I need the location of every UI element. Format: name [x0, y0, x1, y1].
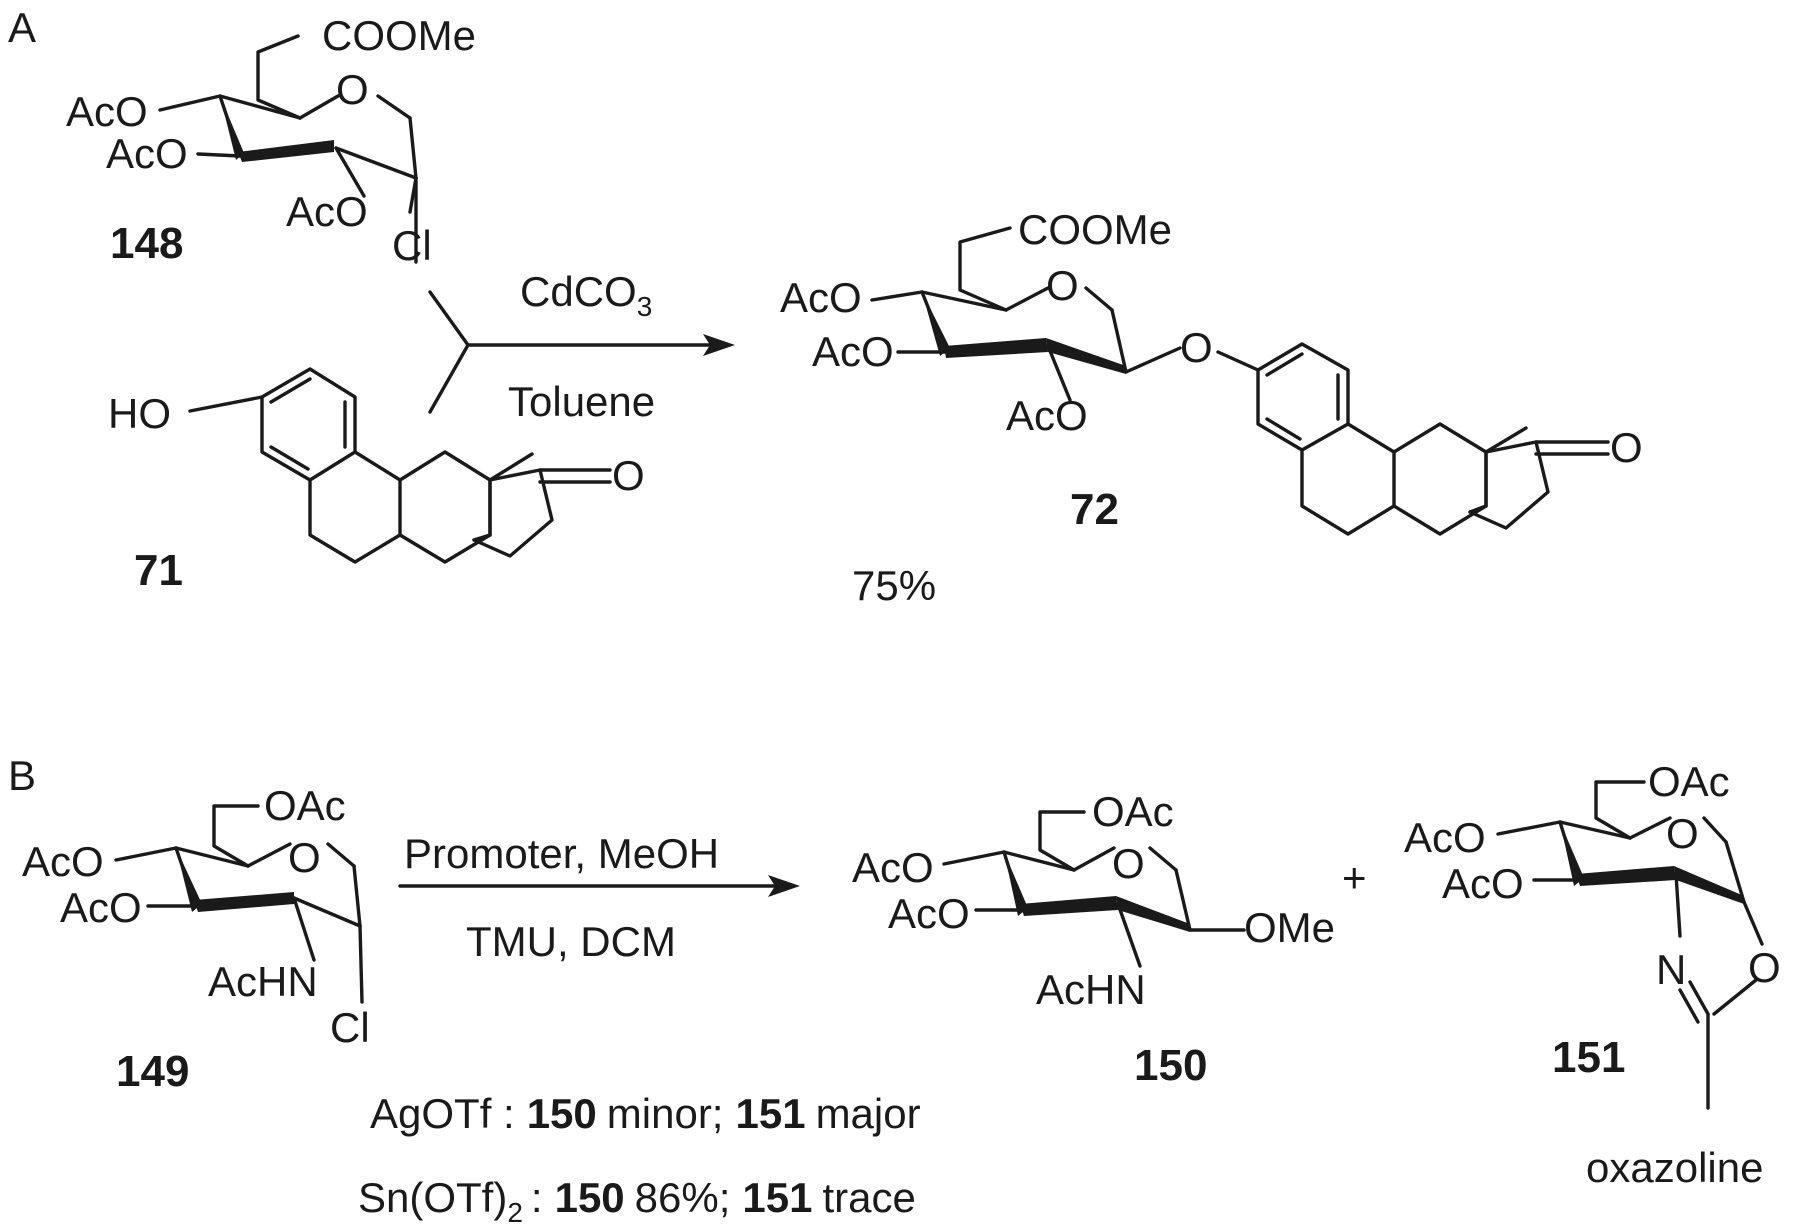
chloride-label-149: Cl [330, 1004, 370, 1051]
result2-outcome-151: trace [822, 1174, 915, 1221]
oxazoline-oxygen-151: O [1748, 944, 1781, 991]
result2-separator: : [531, 1174, 543, 1221]
reaction-arrow-b [398, 875, 800, 897]
compound-71-structure [188, 367, 612, 564]
result1-compound-150: 150 [527, 1090, 597, 1137]
solvent-b: TMU, DCM [466, 918, 676, 965]
result1-outcome-151: major [816, 1090, 921, 1137]
aco-label-151-c4: AcO [1404, 814, 1486, 861]
oxazoline-nitrogen-151: N [1656, 946, 1686, 993]
aco-label-150-c3: AcO [888, 890, 970, 937]
promoter-agotf: AgOTf : [370, 1090, 515, 1137]
oac-label-151: OAc [1648, 758, 1730, 805]
aco-label-148-c2: AcO [286, 188, 368, 235]
yield-a: 75% [852, 562, 936, 609]
panel-label-b: B [8, 752, 36, 799]
reagent-a-main: CdCO [520, 268, 637, 315]
reagent-a: CdCO3 [520, 268, 652, 322]
achn-label-149: AcHN [208, 958, 318, 1005]
ketone-oxygen-71: O [612, 452, 645, 499]
compound-number-148: 148 [110, 219, 183, 268]
compound-number-72: 72 [1070, 485, 1119, 534]
compound-number-151: 151 [1552, 1033, 1625, 1082]
compound-number-71: 71 [134, 546, 183, 595]
compound-149-structure [114, 804, 364, 1004]
result2-outcome-150: 86%; [635, 1174, 731, 1221]
ring-oxygen-150: O [1112, 840, 1145, 887]
ring-oxygen-151: O [1666, 810, 1699, 857]
plus-sign: + [1342, 854, 1367, 901]
hydroxyl-label-71: HO [108, 390, 171, 437]
aco-label-72-c3: AcO [812, 328, 894, 375]
result2-compound-151: 151 [742, 1174, 812, 1221]
reaction-arrow-a [428, 290, 735, 414]
compound-number-149: 149 [116, 1047, 189, 1096]
ring-oxygen-72: O [1046, 262, 1079, 309]
oac-label-149: OAc [264, 782, 346, 829]
compound-72-structure [870, 226, 1610, 536]
reagents-b: Promoter, MeOH [404, 830, 719, 877]
reagent-a-subscript: 3 [637, 291, 653, 322]
ring-oxygen-149: O [288, 834, 321, 881]
ketone-oxygen-72: O [1610, 424, 1643, 471]
oxazoline-caption: oxazoline [1586, 1144, 1763, 1191]
glycosidic-oxygen-72: O [1180, 324, 1213, 371]
compound-number-150: 150 [1134, 1041, 1207, 1090]
result1-outcome-150: minor; [607, 1090, 724, 1137]
aco-label-72-c4: AcO [780, 274, 862, 321]
promoter-snotf2: Sn(OTf) [358, 1174, 507, 1221]
chloride-label-148: Cl [392, 222, 432, 269]
oac-label-150: OAc [1092, 788, 1174, 835]
compound-148-structure [158, 34, 418, 264]
promoter-snotf2-subscript: 2 [507, 1197, 523, 1228]
aco-label-150-c4: AcO [852, 844, 934, 891]
result1-compound-151: 151 [735, 1090, 805, 1137]
result2-compound-150: 150 [555, 1174, 625, 1221]
aco-label-148-c4: AcO [66, 88, 148, 135]
solvent-a: Toluene [508, 378, 655, 425]
panel-label-a: A [8, 4, 36, 51]
compound-151-structure [1496, 780, 1764, 1110]
aco-label-72-c2: AcO [1006, 392, 1088, 439]
achn-label-150: AcHN [1036, 966, 1146, 1013]
aco-label-149-c4: AcO [22, 838, 104, 885]
aco-label-149-c3: AcO [60, 884, 142, 931]
cooMe-label-72: COOMe [1018, 206, 1172, 253]
cooMe-label-148: COOMe [322, 12, 476, 59]
compound-150-structure [942, 810, 1246, 968]
aco-label-151-c3: AcO [1442, 860, 1524, 907]
aco-label-148-c3: AcO [106, 130, 188, 177]
methoxy-label-150: OMe [1244, 904, 1335, 951]
ring-oxygen-148: O [336, 66, 369, 113]
